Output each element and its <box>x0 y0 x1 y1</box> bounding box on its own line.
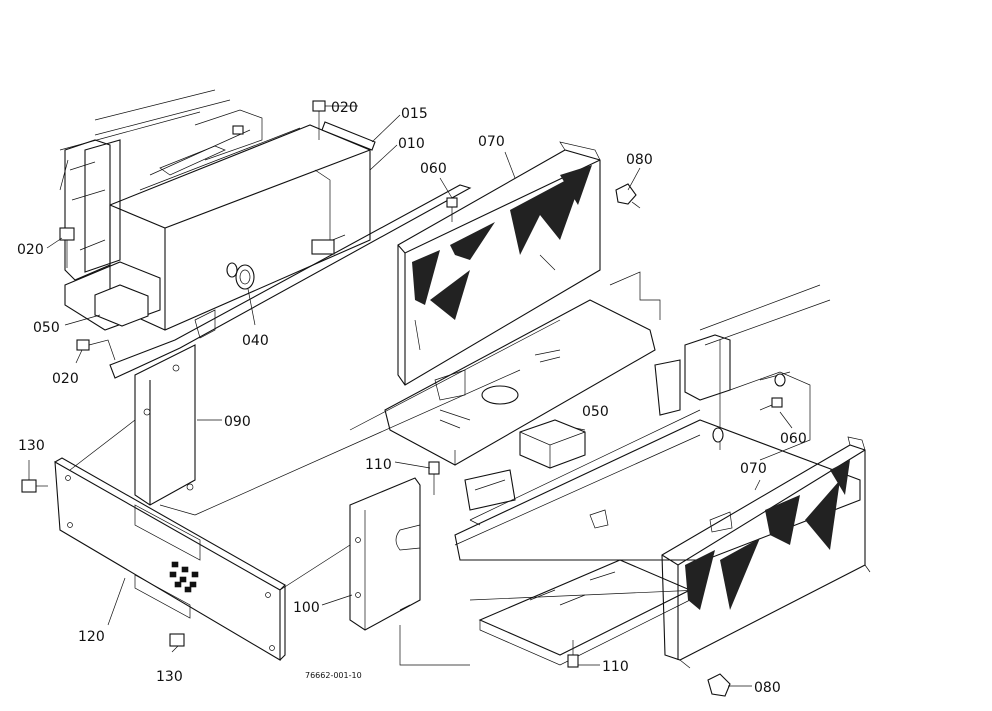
callout-110-bottom: 110 <box>602 659 629 675</box>
front-panel-120 <box>54 419 351 661</box>
knob-080-lower <box>707 673 731 697</box>
callout-020-lower: 020 <box>52 371 79 387</box>
bolt-020-top <box>312 100 326 140</box>
callout-070-upper: 070 <box>478 134 505 150</box>
door-panel-070-lower <box>661 436 871 669</box>
callout-090: 090 <box>224 414 251 430</box>
center-plate-assembly <box>349 271 661 469</box>
callout-060-lower: 060 <box>780 431 807 447</box>
bolt-020-left <box>59 227 75 268</box>
leader-lines <box>28 105 793 687</box>
screw-110-bottom <box>567 640 579 668</box>
callout-050-upper: 050 <box>33 320 60 336</box>
knob-080-upper <box>615 183 641 209</box>
callout-080-lower: 080 <box>754 680 781 696</box>
bolt-020-lower <box>76 339 116 361</box>
bracket-100 <box>349 477 470 666</box>
callout-050-lower: 050 <box>582 404 609 420</box>
hinge-060-upper <box>446 197 458 222</box>
callout-110-center: 110 <box>365 457 392 473</box>
strip-015 <box>321 121 376 151</box>
callout-060-upper: 060 <box>420 161 447 177</box>
callout-130-bottom: 130 <box>156 669 183 685</box>
callout-labels: 020 015 010 070 060 080 020 050 040 020 … <box>17 100 807 696</box>
callout-040: 040 <box>242 333 269 349</box>
right-chassis-frame <box>454 284 861 666</box>
callout-020-left: 020 <box>17 242 44 258</box>
callout-100: 100 <box>293 600 320 616</box>
screw-130-left <box>21 479 48 493</box>
callout-120: 120 <box>78 629 105 645</box>
callout-015: 015 <box>401 106 428 122</box>
callout-080-upper: 080 <box>626 152 653 168</box>
door-panel-070-upper <box>397 141 601 386</box>
callout-070-lower: 070 <box>740 461 767 477</box>
screw-130-bottom <box>169 633 185 647</box>
callout-130-left: 130 <box>18 438 45 454</box>
callout-010: 010 <box>398 136 425 152</box>
hinge-060-lower <box>759 397 783 411</box>
screw-110-center <box>428 461 440 495</box>
upper-frame-assembly <box>59 89 521 516</box>
callout-020-top: 020 <box>331 100 358 116</box>
drawing-number: 76662-001-10 <box>305 671 362 680</box>
